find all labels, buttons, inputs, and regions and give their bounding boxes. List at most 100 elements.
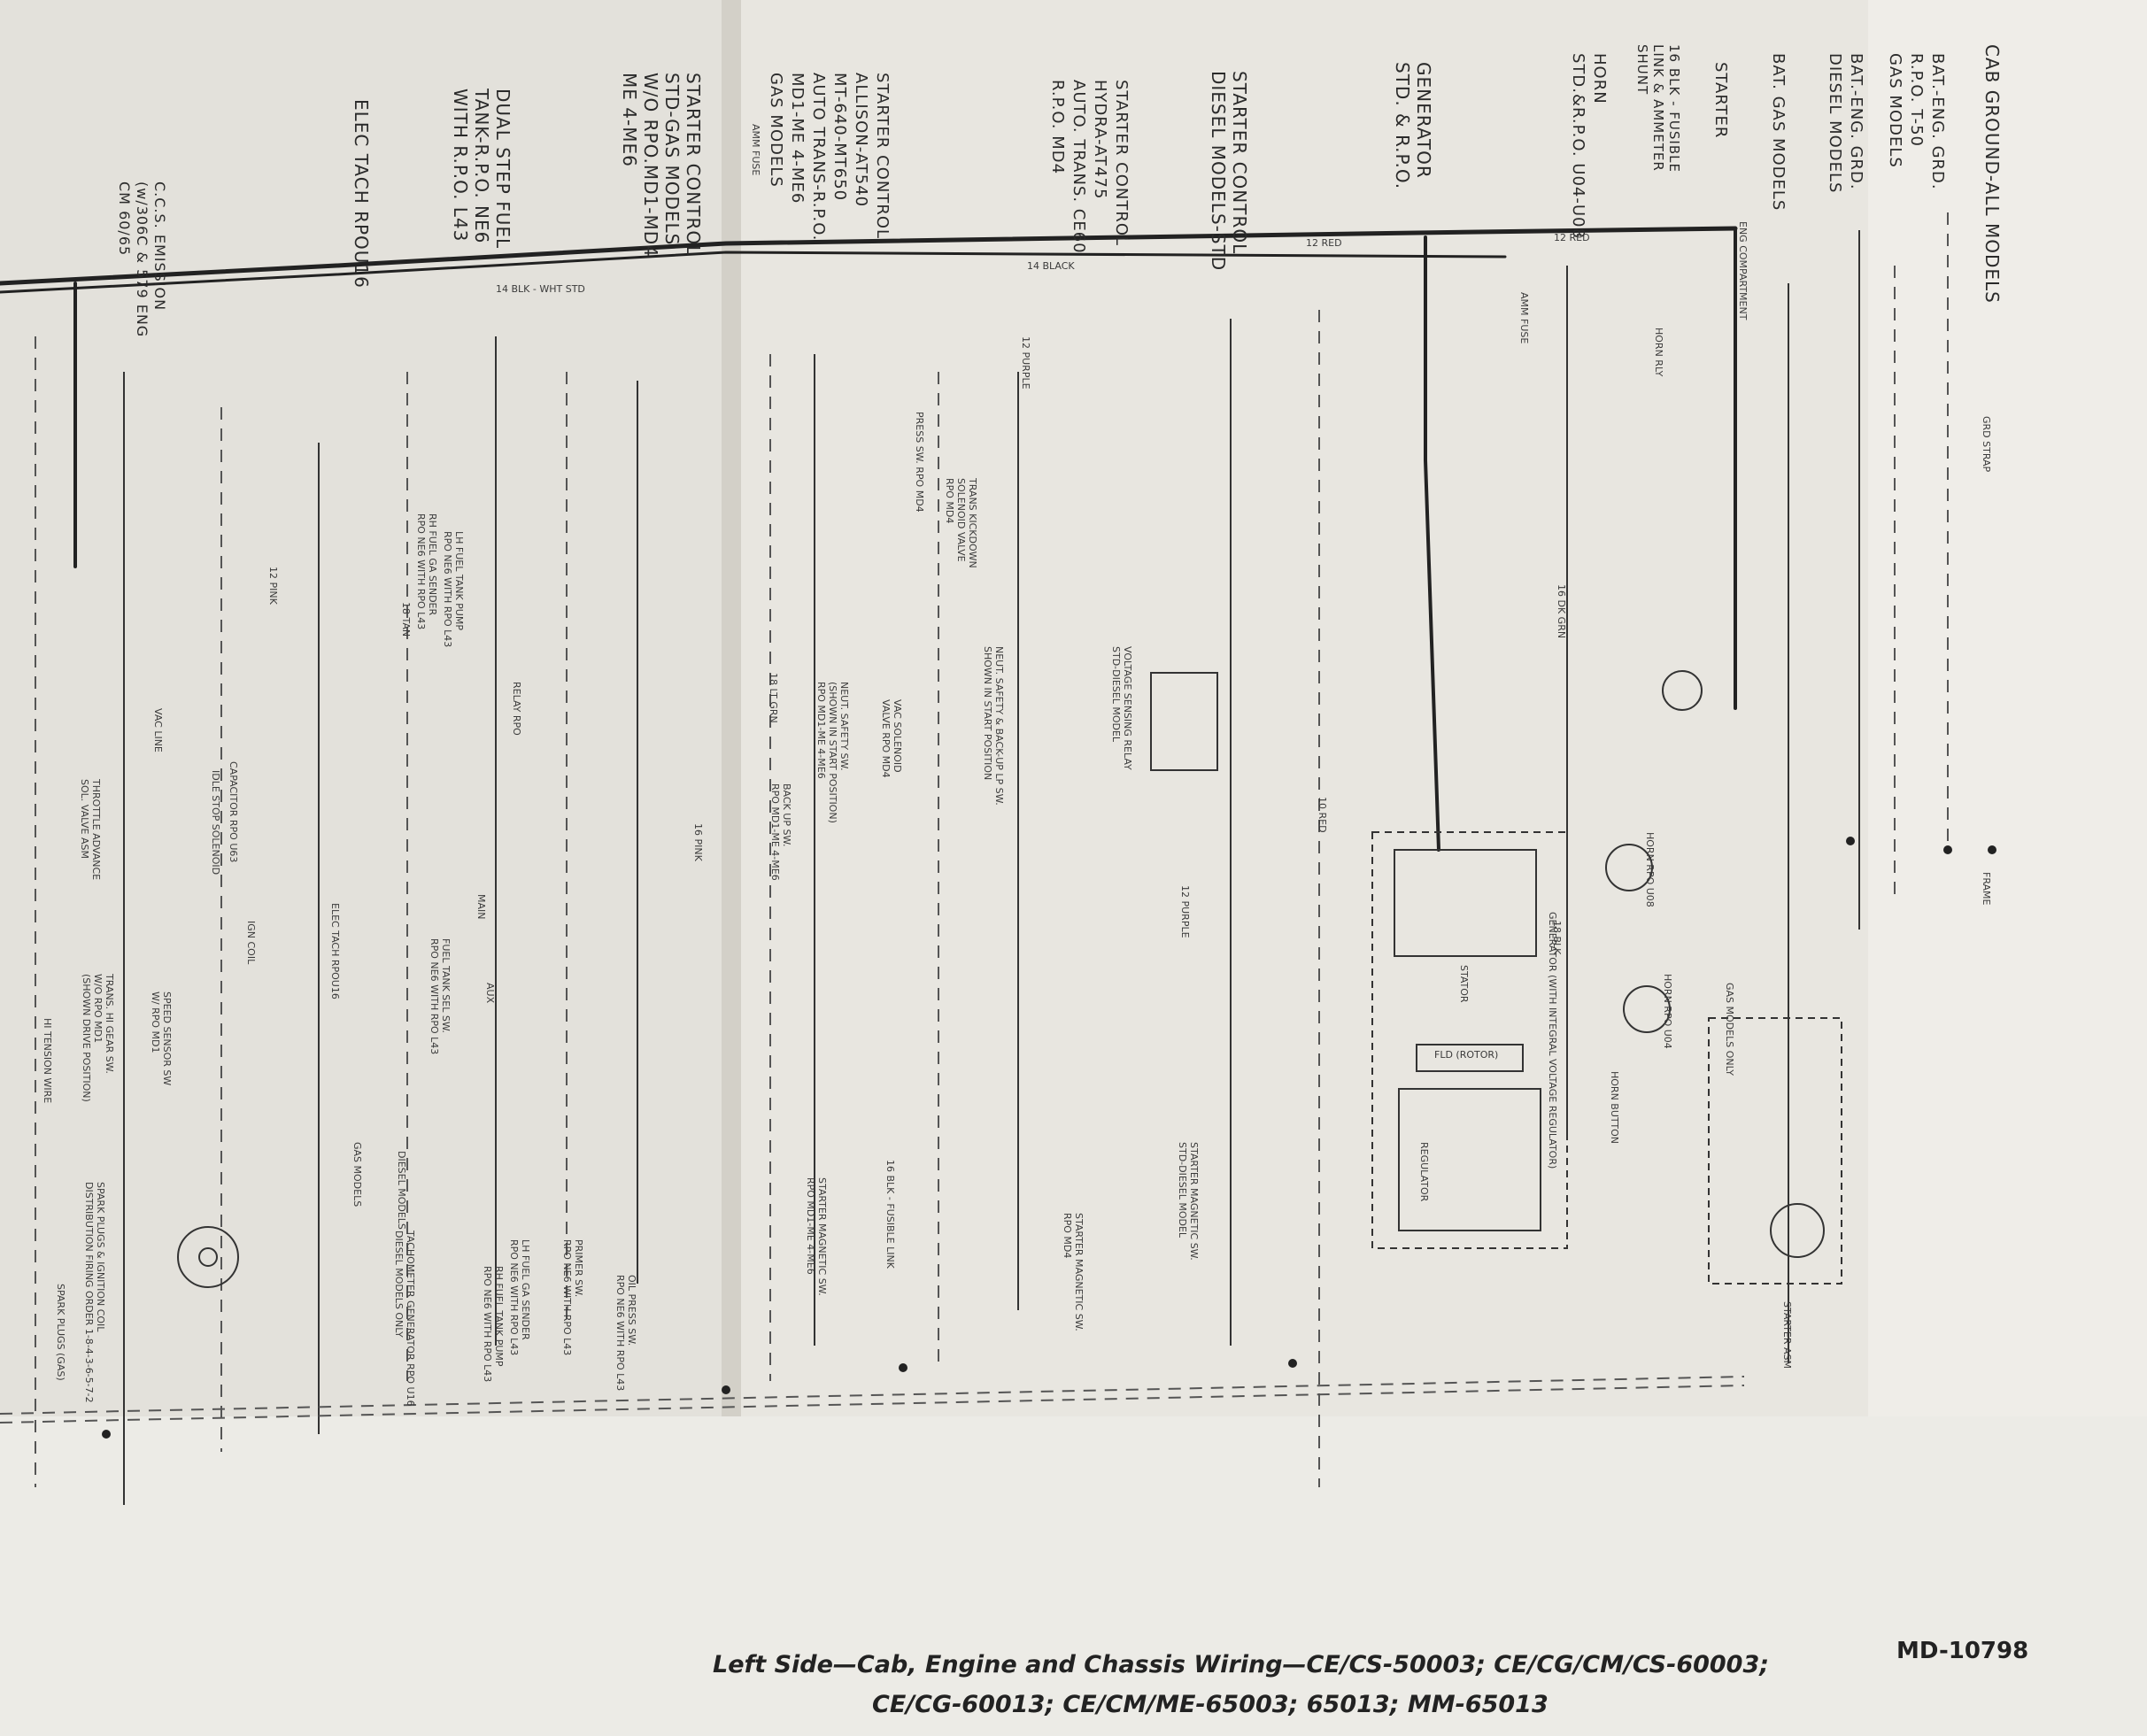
component-label: TACHOMETER GENERATOR RPO U16 DIESEL MODE… xyxy=(393,1231,416,1407)
wire-runs xyxy=(123,230,1860,1505)
component-label: REGULATOR xyxy=(1418,1142,1430,1202)
wire-label: 14 BLK - WHT STD xyxy=(496,283,585,295)
horn-u08 xyxy=(1605,844,1653,891)
label-starter-ctrl-std-gas: STARTER CONTROL STD-GAS MODELS W/O RPO.M… xyxy=(619,73,704,258)
rectifier-bridge xyxy=(1394,849,1537,957)
starter-assembly xyxy=(1708,1017,1842,1285)
field-rotor xyxy=(1416,1044,1524,1072)
component-label: HI TENSION WIRE xyxy=(42,1018,53,1104)
label-cab-ground: CAB GROUND-ALL MODELS xyxy=(1981,44,2003,304)
wire-label: 18 TAN xyxy=(400,602,412,637)
component-label: STARTER MAGNETIC SW. RPO MD1-ME 4-ME6 xyxy=(805,1177,828,1296)
dashed-bottom-1 xyxy=(0,1376,1745,1415)
component-label: RH FUEL TANK PUMP RPO NE6 WITH RPO L43 xyxy=(482,1266,505,1383)
component-label: IDLE STOP SOLENOID xyxy=(210,770,221,876)
wire-label: 12 PURPLE xyxy=(1179,885,1191,938)
component-label: SPARK PLUGS & IGNITION COIL DISTRIBUTION… xyxy=(83,1182,106,1403)
component-label: HORN RLY xyxy=(1653,328,1664,377)
page-fold-shadow xyxy=(722,0,741,1736)
dashed-bottom-2 xyxy=(0,1385,1745,1424)
label-dual-step-fuel: DUAL STEP FUEL TANK-R.P.O. NE6 WITH R.P.… xyxy=(450,89,514,250)
starter-outline xyxy=(1708,1017,1842,1285)
harness-trunk-12-red xyxy=(0,226,1738,286)
label-bat-eng-grd-t50: BAT.-ENG. GRD. R.P.O. T-50 GAS MODELS xyxy=(1886,53,1947,190)
main-harness xyxy=(0,226,1738,852)
component-label: CAPACITOR RPO U63 xyxy=(228,761,239,863)
component-label: THROTTLE ADVANCE SOL. VALVE ASM xyxy=(79,779,102,881)
component-label: GAS MODELS xyxy=(351,1142,363,1207)
wire-label: 12 PURPLE xyxy=(1020,336,1031,390)
component-label: LH FUEL GA SENDER RPO NE6 WITH RPO L43 xyxy=(508,1239,531,1356)
component-label: TRANS. HI GEAR SW. W/O RPO MD1 (SHOWN DR… xyxy=(81,974,115,1102)
component-label: ELEC TACH RPOU16 xyxy=(329,903,341,999)
wire-label: 12 RED xyxy=(1306,237,1342,249)
harness-branch-generator xyxy=(1424,235,1440,852)
starter-motor xyxy=(1770,1203,1825,1258)
label-horn: HORN STD.&R.P.O. U04-U08 xyxy=(1569,53,1609,239)
component-label: VOLTAGE SENSING RELAY STD-DIESEL MODEL xyxy=(1110,646,1133,770)
diagram-title-line2: CE/CG-60013; CE/CM/ME-65003; 65013; MM-6… xyxy=(872,1691,1548,1718)
horn-relay xyxy=(1662,670,1703,711)
component-label: NEUT. SAFETY & BACK-UP LP SW. SHOWN IN S… xyxy=(982,646,1005,806)
label-ccs-emission: C.C.S. EMISSION (w/306C & 579 ENG CM 60/… xyxy=(116,181,168,338)
horn-symbols xyxy=(1605,670,1703,1033)
wire-label: 16 DK GRN xyxy=(1556,584,1567,639)
distributor-cap xyxy=(177,1226,239,1288)
component-label: DIESEL MODELS xyxy=(396,1151,407,1230)
label-bat-eng-grd-diesel: BAT.-ENG. GRD. DIESEL MODELS xyxy=(1826,53,1865,194)
ground-terminal xyxy=(899,1363,907,1372)
wire-label: AMM FUSE xyxy=(1518,292,1530,344)
component-label: SPEED SENSOR SW W/ RPO MD1 xyxy=(150,991,173,1086)
label-starter-ctrl-allison: STARTER CONTROL ALLISON-AT540 MT-640-MT6… xyxy=(767,73,892,242)
ground-terminal xyxy=(1988,845,1996,854)
component-label: GAS MODELS ONLY xyxy=(1724,983,1735,1076)
wire-label: 10 RED xyxy=(1317,797,1328,833)
diagram-title: Left Side—Cab, Engine and Chassis Wiring… xyxy=(713,1651,1770,1678)
component-label: HORN RPO U04 xyxy=(1662,974,1673,1049)
component-label: STATOR xyxy=(1458,965,1470,1003)
generator-outline xyxy=(1371,831,1568,1249)
wire-label: 12 RED xyxy=(1554,232,1590,243)
component-label: SPARK PLUGS (GAS) xyxy=(55,1284,66,1381)
voltage-sensing-relay xyxy=(1150,672,1218,771)
wire-label: 14 BLACK xyxy=(1027,260,1075,272)
component-label: OIL PRESS SW. RPO NE6 WITH RPO L43 xyxy=(614,1275,637,1392)
label-starter: STARTER xyxy=(1711,62,1730,139)
wire-label: 18 LT GRN xyxy=(768,673,779,723)
generator-block xyxy=(1371,831,1568,1249)
component-label: AUX xyxy=(484,983,496,1004)
label-fusible-link: 16 BLK - FUSIBLE LINK & AMMETER SHUNT xyxy=(1634,44,1682,173)
drawing-number: MD-10798 xyxy=(1896,1638,2029,1664)
harness-trunk-14-black xyxy=(0,251,1507,294)
component-label: STARTER MAGNETIC SW. RPO MD4 xyxy=(1062,1213,1085,1331)
component-label: HORN BUTTON xyxy=(1609,1071,1620,1145)
label-elec-tach: ELEC TACH RPOU16 xyxy=(351,99,372,289)
label-starter-ctrl-diesel: STARTER CONTROL DIESEL MODELS-STD xyxy=(1208,71,1250,272)
dashed-wires xyxy=(0,212,1949,1487)
component-label: FLD (ROTOR) xyxy=(1434,1049,1499,1061)
component-label: NEUT. SAFETY SW. (SHOWN IN START POSITIO… xyxy=(815,682,850,823)
ground-terminal xyxy=(102,1430,111,1439)
component-label: LH FUEL TANK PUMP RPO NE6 WITH RPO L43 xyxy=(442,531,465,648)
component-label: FUEL TANK SEL SW. RPO NE6 WITH RPO L43 xyxy=(429,938,452,1055)
bottom-margin xyxy=(0,1416,2147,1736)
component-label: MAIN xyxy=(475,894,487,920)
ground-terminal xyxy=(1846,837,1855,845)
wire-label: 16 PINK xyxy=(692,823,704,861)
component-label: 16 BLK - FUSIBLE LINK xyxy=(884,1160,896,1269)
component-label: PRESS SW. RPO MD4 xyxy=(914,412,925,513)
component-label: GRD STRAP xyxy=(1981,416,1992,473)
component-label: TRANS KICKDOWN SOLENOID VALVE RPO MD4 xyxy=(944,478,978,568)
label-generator: GENERATOR STD. & R.P.O. xyxy=(1392,62,1434,190)
component-label: ENG COMPARTMENT xyxy=(1737,221,1749,320)
component-label: RH FUEL GA SENDER RPO NE6 WITH RPO L43 xyxy=(415,513,438,630)
component-label: STARTER ASM xyxy=(1781,1301,1793,1370)
horn-u04 xyxy=(1623,985,1671,1033)
ground-terminals xyxy=(102,837,1996,1439)
regulator-box xyxy=(1398,1088,1541,1231)
ground-terminal xyxy=(1943,845,1952,854)
wire-label: AMM FUSE xyxy=(750,124,761,176)
component-label: STARTER MAGNETIC SW. STD-DIESEL MODEL xyxy=(1177,1142,1200,1261)
component-label: GENERATOR (WITH INTEGRAL VOLTAGE REGULAT… xyxy=(1547,912,1558,1169)
